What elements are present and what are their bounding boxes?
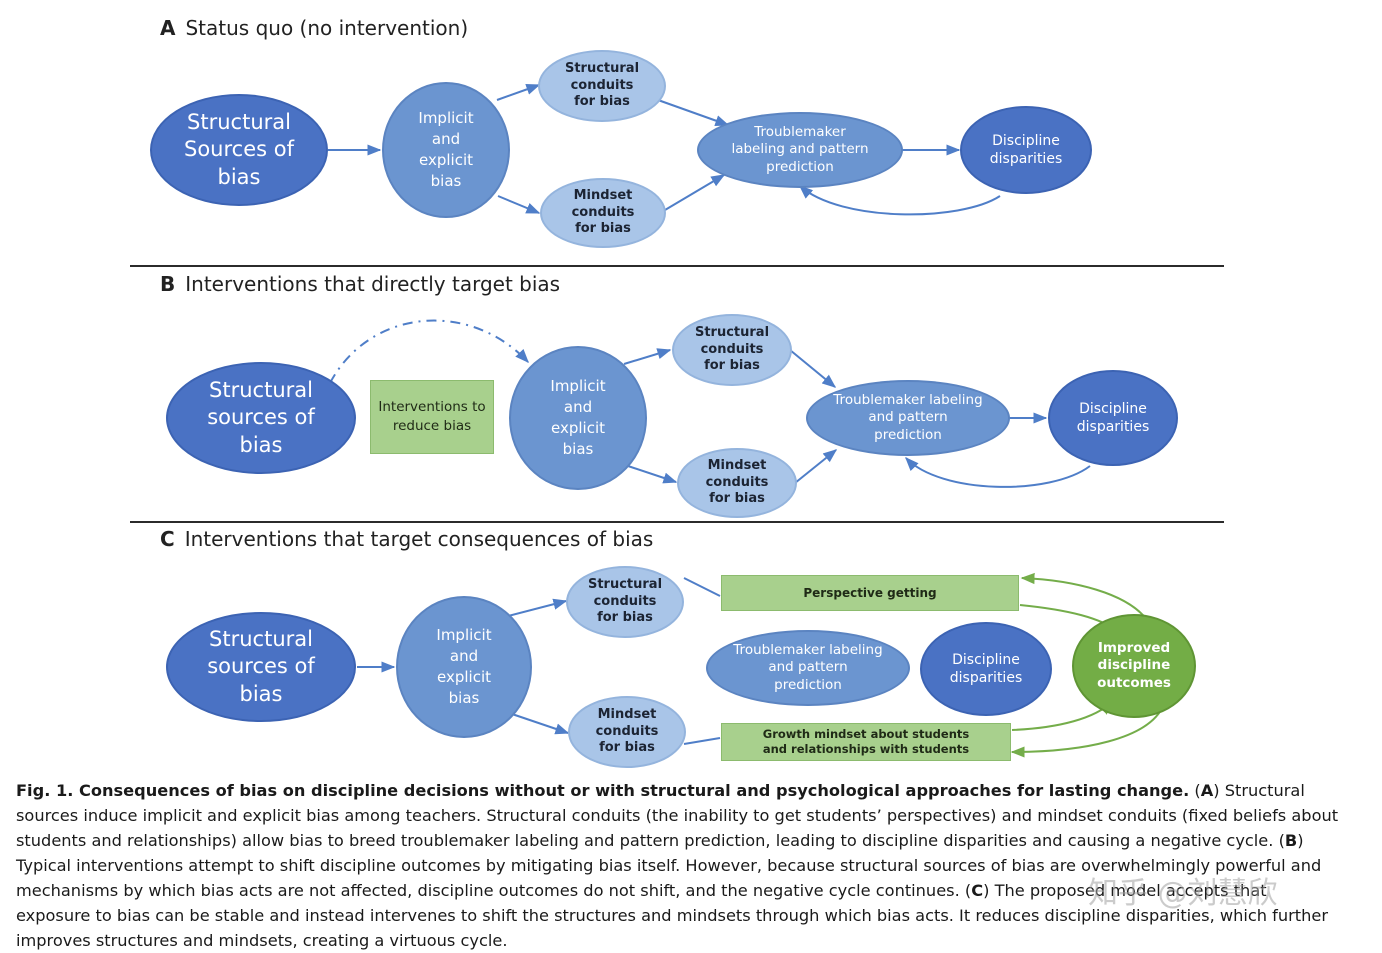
a-disparities-label: Discipline disparities — [989, 132, 1063, 167]
b-troublemaker-node: Troublemaker labeling and pattern predic… — [806, 380, 1010, 456]
a-mindset-conduits-label: Mindset conduits for bias — [571, 187, 635, 237]
panel-c-title: C Interventions that target consequences … — [160, 527, 653, 551]
divider-b-c — [130, 521, 1224, 523]
b-interventions-label: Interventions to reduce bias — [378, 399, 486, 434]
caption-b-letter: B — [1284, 831, 1298, 850]
a-disparities-node: Discipline disparities — [960, 106, 1092, 194]
watermark: 知乎 @刘慧欣 — [1088, 876, 1278, 911]
c-perspective-getting-label: Perspective getting — [803, 586, 937, 600]
arrow-b-mindset-conduits-troublemaker — [794, 449, 838, 484]
arrow-b-dashed-intervention — [329, 319, 529, 384]
a-structural-sources-label: Structural Sources of bias — [184, 110, 294, 189]
panel-a-title-text: Status quo (no intervention) — [185, 16, 469, 40]
caption-a-letter: A — [1200, 781, 1214, 800]
arrow-b-structural-conduits-troublemaker — [789, 349, 837, 388]
c-troublemaker-label: Troublemaker labeling and pattern predic… — [733, 641, 883, 693]
arrow-c-structural-conduits-perspective — [683, 577, 721, 597]
arrow-a-feedback-loop — [798, 185, 1001, 216]
b-mindset-conduits-node: Mindset conduits for bias — [677, 448, 797, 518]
panel-a-title: A Status quo (no intervention) — [160, 16, 468, 40]
panel-b-letter: B — [160, 272, 176, 296]
c-disparities-node: Discipline disparities — [920, 622, 1052, 716]
arrow-a-implicit-mindset-conduits — [497, 195, 541, 214]
caption-label: Fig. 1. Consequences of bias on discipli… — [16, 781, 1190, 800]
arrow-a-structural-conduits-troublemaker — [657, 99, 730, 127]
arrow-b-implicit-structural-conduits — [623, 348, 672, 365]
c-structural-sources-label: Structural sources of bias — [207, 627, 315, 706]
c-structural-sources-node: Structural sources of bias — [166, 612, 356, 722]
c-improved-outcomes-node: Improved discipline outcomes — [1072, 614, 1196, 718]
c-growth-mindset-label: Growth mindset about students and relati… — [762, 727, 970, 756]
panel-b-title: B Interventions that directly target bias — [160, 272, 560, 296]
c-growth-mindset-box: Growth mindset about students and relati… — [721, 723, 1011, 761]
a-structural-sources-node: Structural Sources of bias — [150, 94, 328, 206]
b-structural-sources-node: Structural sources of bias — [166, 362, 356, 474]
panel-a-letter: A — [160, 16, 176, 40]
arrow-a-implicit-structural-conduits — [496, 83, 541, 101]
a-structural-conduits-label: Structural conduits for bias — [564, 60, 640, 110]
b-implicit-bias-label: Implicit and explicit bias — [550, 377, 606, 458]
c-perspective-getting-box: Perspective getting — [721, 575, 1019, 611]
panel-c-title-text: Interventions that target consequences o… — [184, 527, 654, 551]
b-structural-conduits-node: Structural conduits for bias — [672, 314, 792, 386]
b-troublemaker-label: Troublemaker labeling and pattern predic… — [833, 391, 983, 443]
c-troublemaker-node: Troublemaker labeling and pattern predic… — [706, 630, 910, 706]
c-improved-outcomes-label: Improved discipline outcomes — [1097, 639, 1171, 691]
caption-text-a: Structural sources induce implicit and e… — [16, 781, 1339, 850]
arrow-c-improved-growth — [1010, 703, 1165, 758]
c-implicit-bias-label: Implicit and explicit bias — [436, 626, 492, 707]
b-disparities-node: Discipline disparities — [1048, 370, 1178, 466]
panel-b-title-text: Interventions that directly target bias — [185, 272, 561, 296]
a-troublemaker-node: Troublemaker labeling and pattern predic… — [697, 112, 903, 188]
a-mindset-conduits-node: Mindset conduits for bias — [540, 178, 666, 248]
c-mindset-conduits-node: Mindset conduits for bias — [568, 696, 686, 768]
b-mindset-conduits-label: Mindset conduits for bias — [705, 457, 769, 507]
arrow-b-implicit-mindset-conduits — [627, 465, 678, 484]
caption-text-b: Typical interventions attempt to shift d… — [16, 856, 1322, 900]
b-structural-conduits-label: Structural conduits for bias — [694, 324, 770, 374]
c-disparities-label: Discipline disparities — [949, 651, 1023, 686]
a-implicit-bias-label: Implicit and explicit bias — [418, 109, 474, 190]
b-implicit-bias-node: Implicit and explicit bias — [509, 346, 647, 490]
b-interventions-box: Interventions to reduce bias — [370, 380, 494, 454]
arrow-b-feedback-loop — [905, 456, 1091, 488]
arrow-c-implicit-mindset-conduits — [511, 713, 570, 735]
b-disparities-label: Discipline disparities — [1076, 400, 1150, 435]
arrow-c-mindset-conduits-growth — [683, 737, 721, 745]
figure-caption: Fig. 1. Consequences of bias on discipli… — [16, 781, 1339, 950]
a-structural-conduits-node: Structural conduits for bias — [538, 50, 666, 122]
caption-c-letter: C — [971, 881, 984, 900]
b-structural-sources-label: Structural sources of bias — [207, 378, 315, 457]
c-structural-conduits-label: Structural conduits for bias — [587, 576, 663, 626]
panel-c-letter: C — [160, 527, 175, 551]
c-implicit-bias-node: Implicit and explicit bias — [396, 596, 532, 738]
a-implicit-bias-node: Implicit and explicit bias — [382, 82, 510, 218]
a-troublemaker-label: Troublemaker labeling and pattern predic… — [731, 123, 869, 175]
arrow-a-mindset-conduits-troublemaker — [664, 174, 726, 211]
c-mindset-conduits-label: Mindset conduits for bias — [595, 706, 659, 756]
divider-a-b — [130, 265, 1224, 267]
arrow-c-improved-perspective — [1020, 572, 1151, 625]
arrow-c-implicit-structural-conduits — [507, 598, 568, 617]
c-structural-conduits-node: Structural conduits for bias — [566, 566, 684, 638]
